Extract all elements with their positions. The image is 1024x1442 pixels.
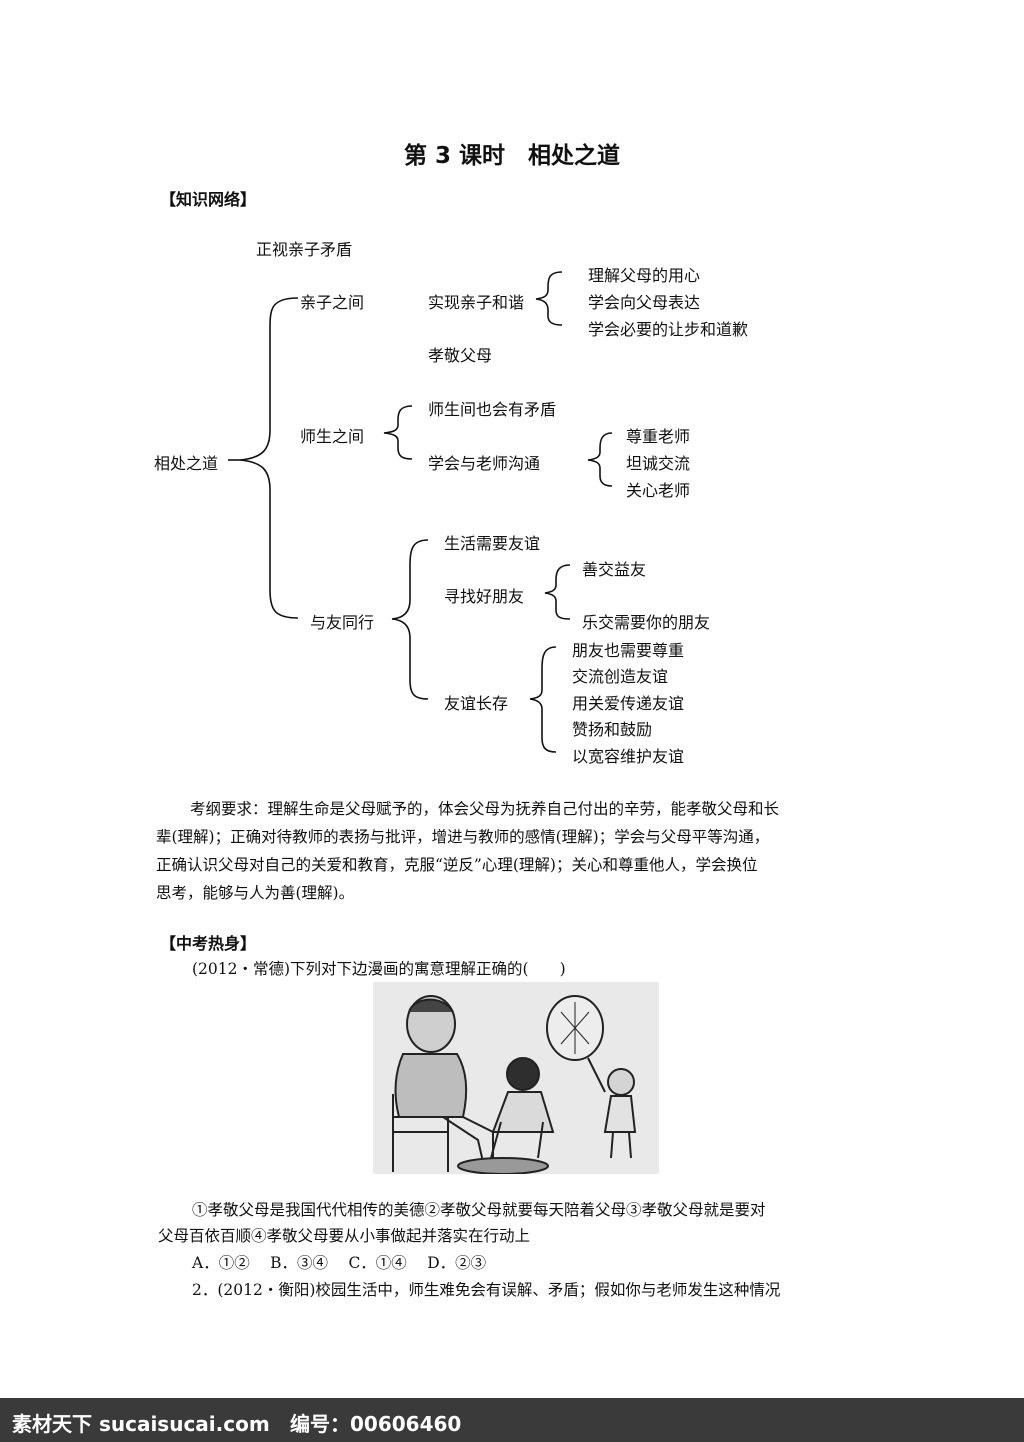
fan-ribs — [560, 1002, 590, 1054]
tree-friends-find: 寻找好朋友 — [444, 587, 525, 606]
find-brace — [544, 564, 571, 620]
question-2-stem: 2．(2012・衡阳)校园生活中，师生难免会有误解、矛盾；假如你与老师发生这种情… — [192, 1281, 781, 1299]
root-brace — [239, 297, 299, 619]
requirements-line: 考纲要求：理解生命是父母赋予的，体会父母为抚养自己付出的辛劳，能孝敬父母和长 — [190, 800, 780, 818]
question-1-statement: ①孝敬父母是我国代代相传的美德②孝敬父母就要每天陪着父母③孝敬父母就是要对 — [192, 1201, 766, 1219]
tree-harmony-item: 学会向父母表达 — [588, 293, 701, 312]
cartoon-image — [373, 982, 659, 1175]
watermark-number: 编号：00606460 — [290, 1412, 462, 1436]
harmony-brace — [535, 271, 563, 326]
tree-root: 相处之道 — [154, 454, 219, 473]
watermark-bar: 素材天下 sucaisucai.com 编号：00606460 — [0, 1398, 1024, 1442]
tree-find-item: 乐交需要你的朋友 — [582, 613, 711, 632]
tree-communicate-item: 坦诚交流 — [626, 454, 691, 473]
fan-handle — [587, 1057, 606, 1093]
tree-pc-filial: 孝敬父母 — [428, 346, 493, 365]
requirements-line: 辈(理解)；正确对待教师的表扬与批评，增进与教师的感情(理解)；学会与父母平等沟… — [156, 828, 770, 846]
tree-harmony-item: 学会必要的让步和道歉 — [588, 320, 749, 339]
tree-friends: 与友同行 — [310, 613, 375, 632]
tree-pc-face-conflict: 正视亲子矛盾 — [256, 240, 353, 259]
question-1-statement: 父母百依百顺④孝敬父母要从小事做起并落实在行动上 — [158, 1227, 531, 1245]
tree-lasting-item: 用关爱传递友谊 — [572, 694, 685, 713]
small-child-head — [607, 1068, 635, 1096]
tree-lasting-item: 交流创造友谊 — [572, 667, 669, 686]
tree-communicate-item: 尊重老师 — [626, 427, 691, 446]
parent-legs — [442, 1116, 494, 1163]
tree-harmony-item: 理解父母的用心 — [588, 266, 701, 285]
basin-shape — [457, 1157, 549, 1175]
section-knowledge-network: 【知识网络】 — [160, 190, 257, 209]
watermark-site: 素材天下 sucaisucai.com — [12, 1412, 270, 1436]
child-head — [506, 1057, 540, 1091]
communicate-brace — [587, 432, 613, 487]
parent-body — [394, 1053, 468, 1118]
tree-communicate-item: 关心老师 — [626, 481, 691, 500]
question-1-stem: (2012・常德)下列对下边漫画的寓意理解正确的( ) — [192, 960, 566, 978]
requirements-line: 思考，能够与人为善(理解)。 — [156, 884, 355, 902]
knowledge-tree-brackets — [228, 271, 613, 753]
lasting-brace — [529, 646, 557, 753]
tree-pc-harmony: 实现亲子和谐 — [428, 293, 525, 312]
parent-hair — [408, 998, 454, 1013]
friends-brace — [391, 539, 429, 700]
tree-teacher-student: 师生之间 — [300, 427, 365, 446]
small-child-legs — [610, 1131, 632, 1159]
cartoon-drawing — [392, 995, 637, 1175]
tree-lasting-item: 朋友也需要尊重 — [572, 641, 685, 660]
tree-ts-communicate: 学会与老师沟通 — [428, 454, 541, 473]
small-child-body — [603, 1095, 637, 1133]
tree-lasting-item: 赞扬和鼓励 — [572, 720, 653, 739]
tree-ts-conflict: 师生间也会有矛盾 — [428, 400, 557, 419]
requirements-line: 正确认识父母对自己的关爱和教育，克服“逆反”心理(理解)；关心和尊重他人，学会换… — [156, 856, 758, 874]
tree-find-item: 善交益友 — [582, 560, 647, 579]
section-exam-warmup: 【中考热身】 — [160, 934, 257, 953]
child-body — [491, 1091, 555, 1133]
question-1-options: A．①② B．③④ C．①④ D．②③ — [192, 1254, 487, 1272]
child-arms — [490, 1121, 544, 1159]
tree-friends-need: 生活需要友谊 — [444, 534, 541, 553]
tree-lasting-item: 以宽容维护友谊 — [572, 747, 685, 766]
teacher-brace — [383, 405, 413, 460]
exam-requirements: 考纲要求：理解生命是父母赋予的，体会父母为抚养自己付出的辛劳，能孝敬父母和长 辈… — [156, 795, 870, 907]
page-title: 第 3 课时 相处之道 — [403, 143, 621, 169]
tree-friends-lasting: 友谊长存 — [444, 694, 509, 713]
tree-parent-child: 亲子之间 — [300, 293, 365, 312]
